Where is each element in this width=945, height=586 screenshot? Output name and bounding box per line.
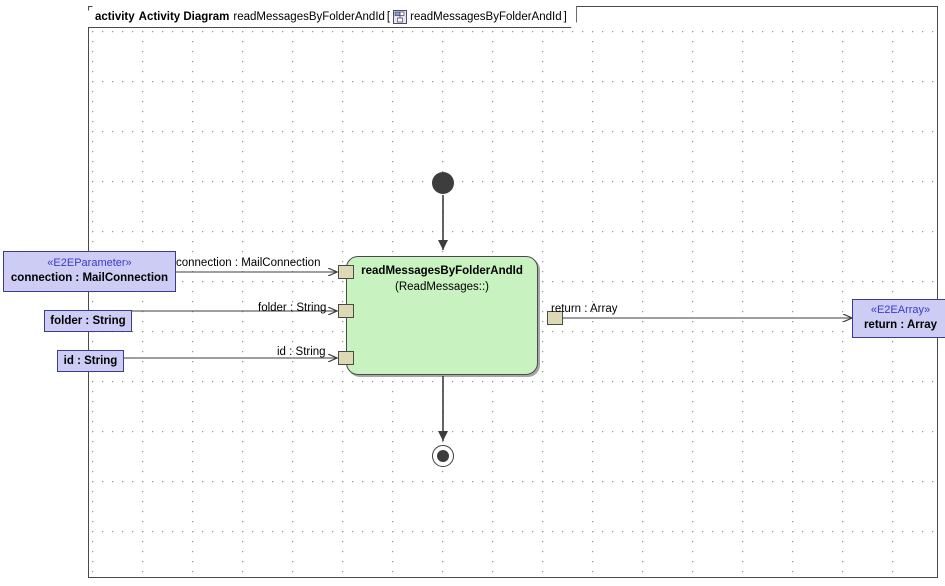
parameter-label: return : Array xyxy=(863,319,938,332)
activity-final-node[interactable] xyxy=(432,445,454,467)
parameter-node-return[interactable]: «E2EArray» return : Array xyxy=(852,299,945,338)
parameter-node-id[interactable]: id : String xyxy=(57,350,124,372)
bracket-open: [ xyxy=(386,10,391,23)
parameter-label: id : String xyxy=(63,354,118,367)
output-pin-return[interactable] xyxy=(547,311,563,325)
diagram-name: readMessagesByFolderAndId xyxy=(233,10,385,23)
action-node-read-messages-by-folder-and-id[interactable]: readMessagesByFolderAndId (ReadMessages:… xyxy=(346,256,538,375)
activity-diagram-frame xyxy=(88,6,938,578)
edge-label-connection: connection : MailConnection xyxy=(176,257,321,269)
bracket-close: ] xyxy=(563,10,567,23)
parameter-stereotype: «E2EParameter» xyxy=(47,257,132,270)
activity-final-node-center xyxy=(437,450,449,462)
parameter-stereotype: «E2EArray» xyxy=(870,304,931,317)
diagram-keyword: activity xyxy=(95,10,135,23)
parameter-node-folder[interactable]: folder : String xyxy=(44,310,132,332)
diagram-type-label: Activity Diagram xyxy=(138,10,230,23)
edge-label-id: id : String xyxy=(277,346,326,358)
input-pin-id[interactable] xyxy=(338,351,354,365)
input-pin-folder[interactable] xyxy=(338,304,354,318)
edge-label-folder: folder : String xyxy=(258,302,327,314)
activity-diagram-icon xyxy=(393,10,407,24)
edge-label-return: return : Array xyxy=(551,303,618,315)
parameter-node-connection[interactable]: «E2EParameter» connection : MailConnecti… xyxy=(3,251,176,292)
parameter-label: connection : MailConnection xyxy=(10,272,169,285)
diagram-qualified-name: readMessagesByFolderAndId xyxy=(410,10,562,23)
initial-node[interactable] xyxy=(432,172,454,194)
parameter-label: folder : String xyxy=(50,314,126,327)
action-node-owner: (ReadMessages::) xyxy=(395,280,489,293)
action-node-title: readMessagesByFolderAndId xyxy=(361,265,523,277)
diagram-title-tab[interactable]: activity Activity Diagram readMessagesBy… xyxy=(88,6,577,28)
input-pin-connection[interactable] xyxy=(338,265,354,279)
